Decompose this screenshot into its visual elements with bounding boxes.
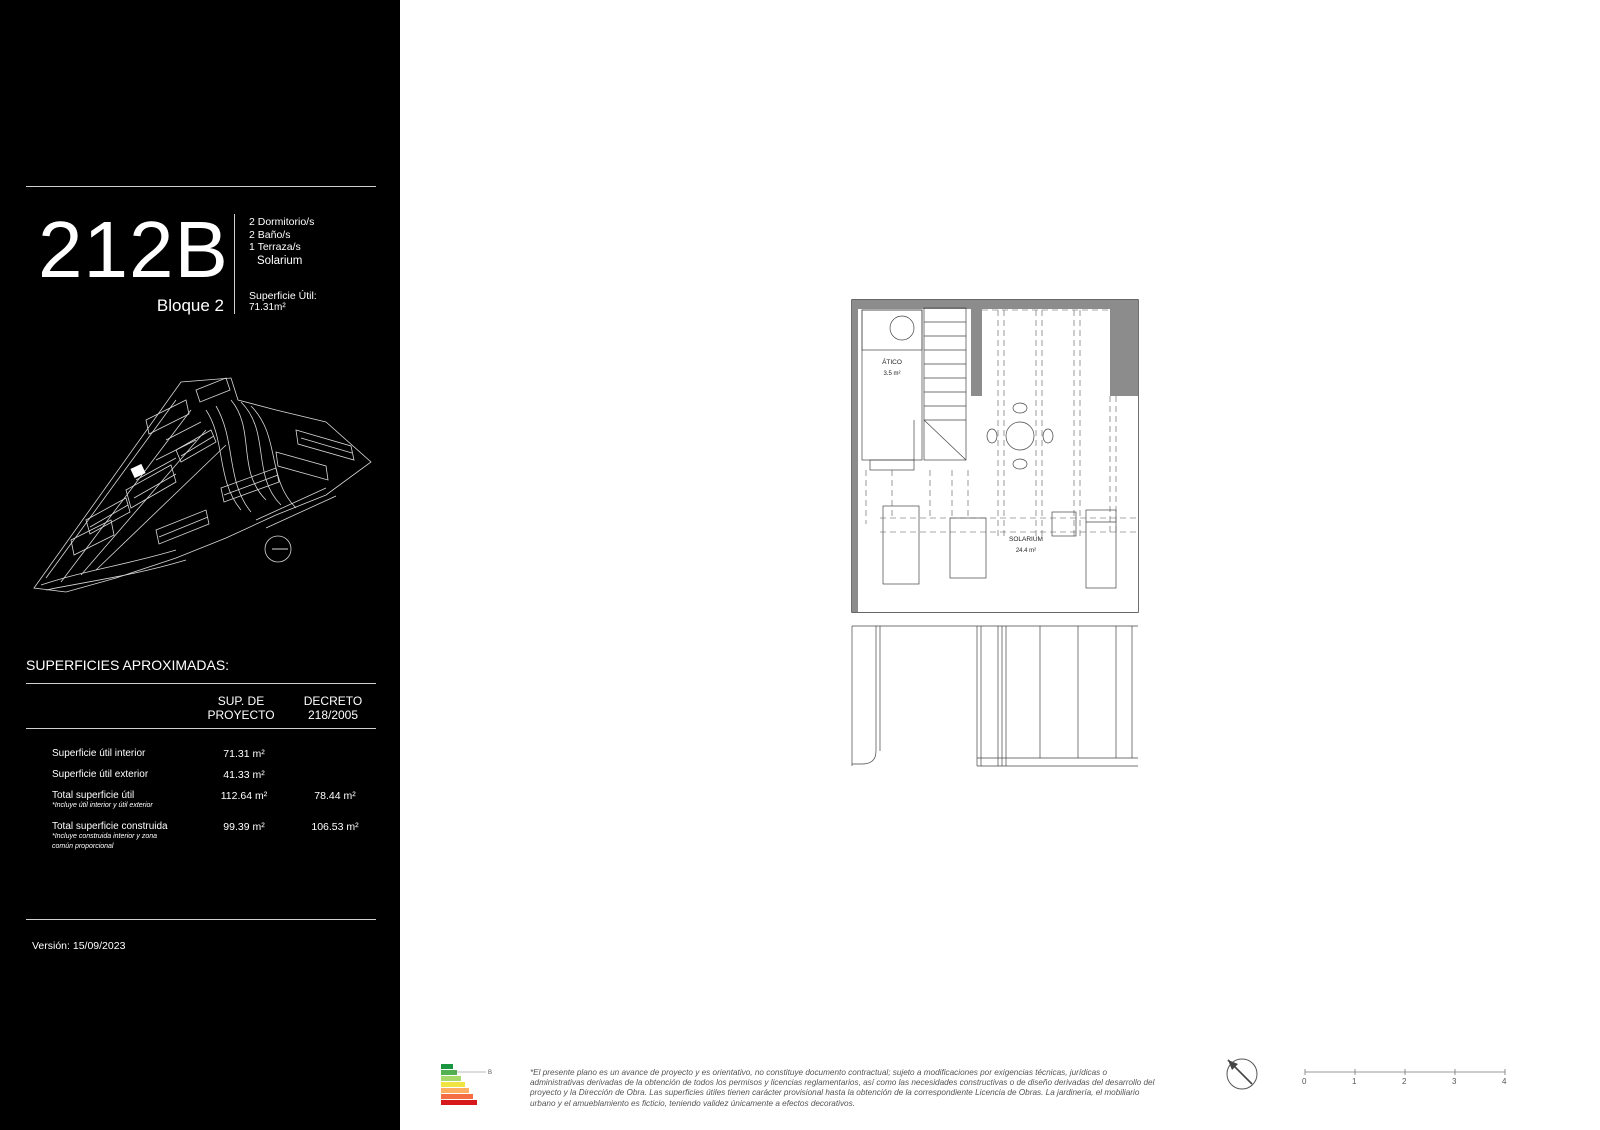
unit-code: 212B: [38, 205, 229, 294]
divider-bottom: [26, 919, 376, 920]
feature-bedrooms: 2 Dormitorio/s: [249, 216, 315, 228]
col-header-decree: DECRETO 218/2005: [303, 694, 363, 722]
room-label-solarium: SOLARIUM: [1009, 536, 1043, 543]
energy-rating-letter: B: [488, 1070, 492, 1076]
row-label-interior: Superficie útil interior: [52, 748, 146, 759]
floor-plan: ÁTICO 3.5 m² SOLARIUM 24.4 m²: [851, 299, 1139, 767]
scale-tick-4: 4: [1502, 1077, 1507, 1086]
room-area-solarium: 24.4 m²: [1016, 548, 1036, 554]
row-note-total-usable: *Incluye útil interior y útil exterior: [52, 802, 153, 809]
row-label-total-built: Total superficie construida: [52, 821, 168, 832]
row-label-total-usable: Total superficie útil: [52, 790, 135, 801]
energy-rating-icon: B: [441, 1064, 492, 1105]
unit-features: 2 Dormitorio/s 2 Baño/s 1 Terraza/s Sola…: [249, 216, 314, 269]
row-label-exterior: Superficie útil exterior: [52, 769, 149, 780]
scale-tick-2: 2: [1402, 1077, 1407, 1086]
site-map-icon: [33, 377, 372, 593]
feature-bathrooms: 2 Baño/s: [249, 228, 291, 241]
col-header-project: SUP. DE PROYECTO: [207, 694, 275, 722]
header-separator: [234, 214, 235, 314]
sidebar: 212B Bloque 2 2 Dormitorio/s 2 Baño/s 1 …: [0, 0, 400, 1130]
table-divider-top: [26, 683, 376, 684]
value-total-built-project: 99.39 m²: [223, 821, 265, 833]
graphic-scale: [1304, 1069, 1506, 1075]
version-date: Versión: 15/09/2023: [32, 940, 126, 952]
value-total-usable-decree: 78.44 m²: [314, 790, 356, 802]
surfaces-title: SUPERFICIES APROXIMADAS:: [26, 657, 230, 673]
value-total-built-decree: 106.53 m²: [311, 821, 359, 833]
value-exterior-project: 41.33 m²: [223, 769, 265, 781]
row-note-total-built: *Incluye construida interior y zona comú…: [52, 833, 158, 850]
block-name: Bloque 2: [156, 296, 224, 315]
disclaimer: *El presente plano es un avance de proye…: [530, 1068, 1155, 1108]
scale-tick-1: 1: [1352, 1077, 1357, 1086]
usable-area-label: Superficie Útil:: [249, 290, 317, 302]
value-total-usable-project: 112.64 m²: [220, 790, 268, 802]
usable-area-value: 71.31m²: [249, 302, 286, 313]
north-arrow-icon: [1226, 1058, 1258, 1090]
feature-terraces: 1 Terraza/s: [249, 241, 301, 253]
feature-solarium: Solarium: [257, 254, 303, 267]
scale-tick-3: 3: [1452, 1077, 1457, 1086]
room-label-attic: ÁTICO: [882, 357, 902, 366]
divider-top: [26, 186, 376, 187]
scale-tick-0: 0: [1302, 1077, 1307, 1086]
table-divider-header: [26, 728, 376, 729]
value-interior-project: 71.31 m²: [223, 748, 265, 760]
room-area-attic: 3.5 m²: [883, 371, 900, 377]
